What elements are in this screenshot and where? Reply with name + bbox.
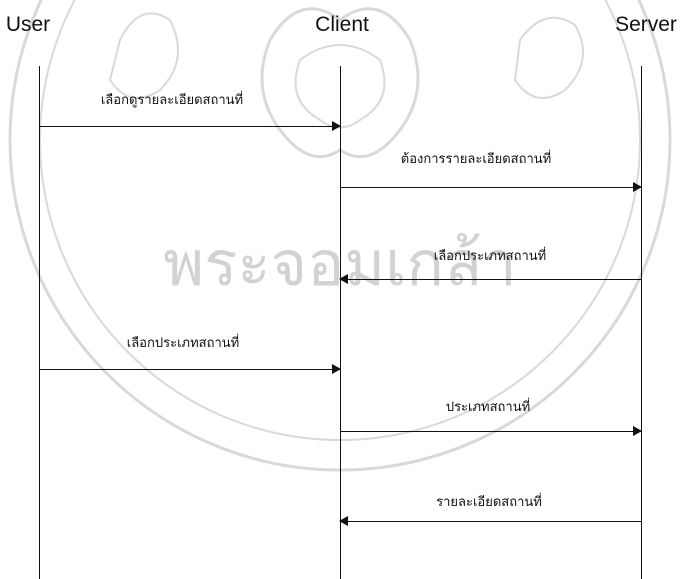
arrowhead-left-icon [339, 274, 348, 284]
lifeline-header-user: User [5, 13, 51, 36]
arrowhead-left-icon [339, 516, 348, 526]
message-arrow [340, 182, 642, 192]
message-label: ประเภทสถานที่ [445, 400, 531, 415]
message-label: ต้องการรายละเอียดสถานที่ [400, 152, 552, 167]
lifeline-header-server: Server [615, 13, 677, 36]
message-label: เลือกประเภทสถานที่ [126, 336, 240, 351]
message-label: เลือกประเภทสถานที่ [433, 249, 547, 264]
lifeline-server [641, 66, 642, 579]
message-arrow [39, 121, 341, 131]
lifeline-client [340, 66, 341, 579]
message-label: รายละเอียดสถานที่ [436, 495, 542, 510]
lifeline-user [39, 66, 40, 579]
message-label: เลือกดูรายละเอียดสถานที่ [100, 93, 244, 108]
lifeline-header-client: Client [315, 13, 369, 36]
arrowhead-right-icon [633, 182, 642, 192]
arrowhead-right-icon [633, 426, 642, 436]
arrowhead-right-icon [332, 121, 341, 131]
message-arrow [339, 274, 641, 284]
message-arrow [340, 426, 642, 436]
message-arrow [339, 516, 641, 526]
arrowhead-right-icon [332, 364, 341, 374]
message-arrow [39, 364, 341, 374]
